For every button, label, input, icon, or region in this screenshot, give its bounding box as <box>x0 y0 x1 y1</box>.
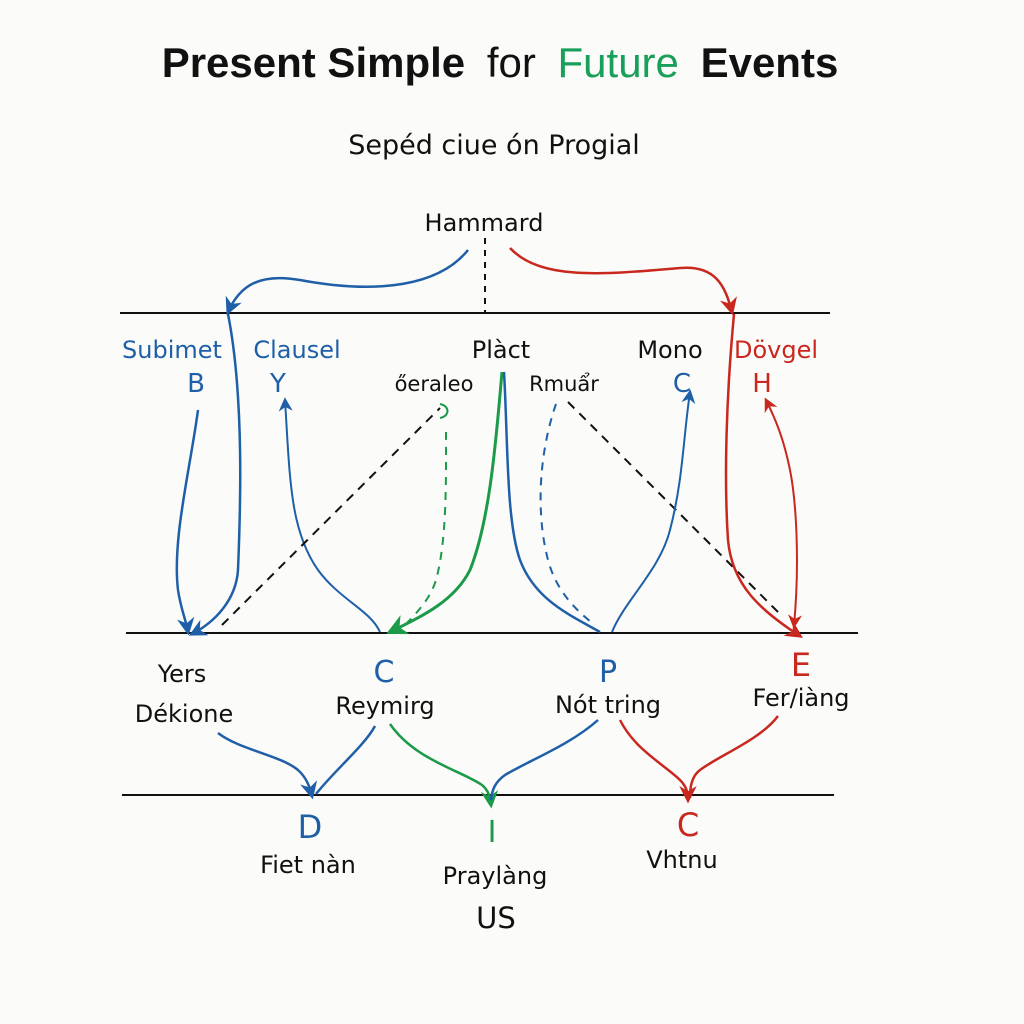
label-p-row2: P <box>599 655 617 690</box>
arrow-blue-reymirg-to-d <box>315 725 377 795</box>
arrow-green-plact-to-c <box>386 371 504 635</box>
dashed-diagonal-right <box>567 401 781 615</box>
label-e-row2: E <box>791 646 811 684</box>
label-dovgel: Dövgel <box>734 336 818 364</box>
label-not-tring: Nót tring <box>555 691 661 719</box>
green-hook-mark <box>439 403 449 419</box>
label-dekione: Dékione <box>135 700 233 728</box>
label-mono-letter: C <box>673 369 691 399</box>
arrow-red-to-h <box>764 397 802 629</box>
green-dashed-curve <box>399 431 448 631</box>
label-us: US <box>476 901 516 935</box>
title-part-3: Future <box>558 39 679 86</box>
arrow-top-red <box>509 247 737 316</box>
label-clausel: Clausel <box>253 336 340 364</box>
arrow-blue-plact-to-p <box>502 371 601 634</box>
label-i-row3: I <box>488 815 497 850</box>
top-label-hammard: Hammard <box>425 209 544 237</box>
title-part-2: for <box>487 39 536 86</box>
label-subimet: Subimet <box>122 336 222 364</box>
arrow-blue-to-y <box>278 397 381 633</box>
label-reymirg: Reymirg <box>335 692 434 720</box>
label-praylang: Praylàng <box>443 862 548 890</box>
arrow-red-long <box>724 313 803 638</box>
arrow-green-reymirg-to-i <box>388 723 499 809</box>
arrow-blue-left-long <box>188 313 242 636</box>
label-dovgel-letter: H <box>752 369 772 399</box>
arrow-blue-p-to-mono <box>611 389 696 633</box>
arrow-blue-dekione-to-d <box>217 732 318 800</box>
title-part-4: Events <box>701 39 839 86</box>
label-vhtnu: Vhtnu <box>646 846 717 874</box>
label-d-row3: D <box>298 808 323 846</box>
label-rmuar: Rmuẩr <box>529 372 599 396</box>
arrow-blue-from-b <box>175 409 200 636</box>
label-c-row3: C <box>677 806 699 844</box>
arrow-top-blue <box>225 249 469 316</box>
diagram-title: Present Simple for Future Events <box>162 39 839 86</box>
label-oeraleo: őeraleo <box>395 372 474 396</box>
blue-dashed-curve <box>539 403 596 626</box>
diagram-subtitle: Sepéd ciue ón Progial <box>348 130 640 161</box>
label-ferlang: Fer/iàng <box>752 684 849 712</box>
label-fiet-nan: Fiet nàn <box>260 851 356 879</box>
label-subimet-letter: B <box>187 369 205 399</box>
label-c-row2: C <box>374 655 395 690</box>
dashed-diagonal-left <box>221 407 441 626</box>
title-part-1: Present Simple <box>162 39 465 86</box>
arrow-blue-not-tring-to-i <box>489 719 599 801</box>
label-yers: Yers <box>157 660 207 688</box>
label-plact: Plàct <box>472 336 530 364</box>
label-mono: Mono <box>637 336 702 364</box>
label-clausel-letter: Y <box>269 369 286 399</box>
arrow-red-not-tring-to-c <box>618 719 697 804</box>
arrow-red-ferlang-to-c <box>688 715 779 799</box>
